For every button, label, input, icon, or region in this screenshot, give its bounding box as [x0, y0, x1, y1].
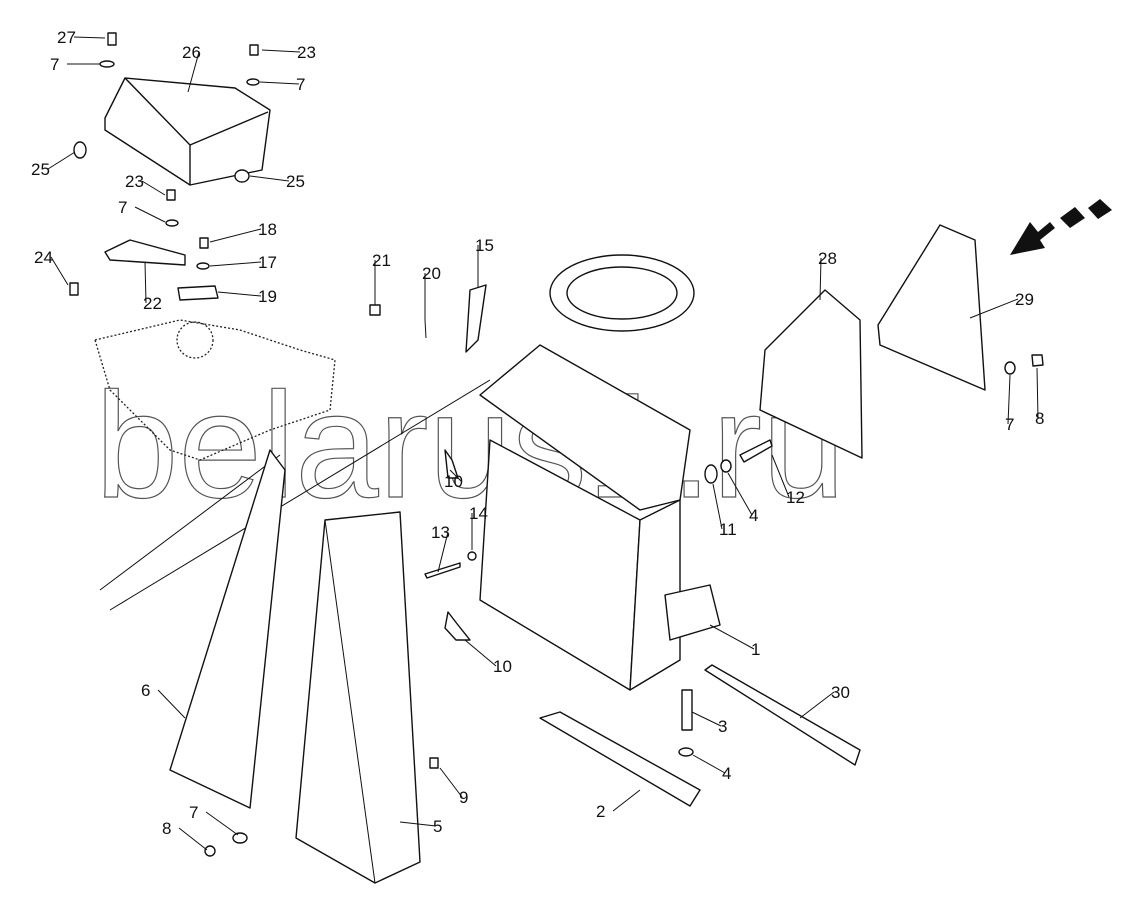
leader-line: [187, 51, 200, 93]
callout-13: 13: [431, 523, 450, 542]
callout-10: 10: [444, 472, 463, 491]
leader-line: [691, 711, 722, 727]
leader-line: [727, 472, 753, 516]
callout-7: 7: [189, 803, 198, 822]
callout-8: 8: [162, 819, 171, 838]
leader-line: [47, 151, 76, 170]
gasket-part-28: [759, 289, 863, 459]
leader-line: [205, 811, 239, 836]
leader-line: [217, 291, 262, 297]
callout-27: 27: [57, 28, 76, 47]
leader-line: [141, 180, 166, 196]
callout-22: 22: [143, 294, 162, 313]
callout-5: 5: [433, 817, 442, 836]
callout-23: 23: [297, 43, 316, 62]
callout-18: 18: [258, 220, 277, 239]
callout-26: 26: [182, 43, 201, 62]
callout-25: 25: [286, 172, 305, 191]
leader-line: [799, 691, 835, 719]
panel-part-6: [169, 449, 286, 809]
callout-14: 14: [469, 504, 488, 523]
callout-19: 19: [258, 287, 277, 306]
callout-20: 20: [422, 264, 441, 283]
gasket-part-29: [877, 224, 986, 391]
leader-line: [439, 767, 463, 798]
callout-25: 25: [31, 160, 50, 179]
leader-line: [209, 228, 262, 243]
leader-line: [437, 531, 449, 573]
callout-7: 7: [118, 198, 127, 217]
callout-11: 11: [719, 520, 737, 539]
callout-7: 7: [296, 75, 305, 94]
callout-21: 21: [372, 251, 391, 270]
leader-line: [259, 81, 300, 85]
hopper-part-1: [479, 254, 721, 691]
leader-line: [464, 639, 497, 667]
leader-line: [1036, 367, 1039, 419]
plate-part-2: [539, 711, 701, 807]
leader-line: [692, 754, 726, 774]
callout-15: 15: [475, 236, 494, 255]
strip-part-30: [704, 664, 861, 766]
leader-line: [157, 689, 186, 719]
callout-12: 12: [786, 488, 805, 507]
leader-line: [399, 821, 437, 827]
leader-line: [771, 454, 790, 498]
leader-line: [1007, 374, 1011, 425]
leader-line: [819, 257, 822, 301]
callout-4: 4: [722, 764, 731, 783]
callout-7: 7: [1005, 415, 1014, 434]
callout-23: 23: [125, 172, 144, 191]
callout-4: 4: [749, 506, 758, 525]
callout-1: 1: [751, 640, 760, 659]
callout-9: 9: [459, 788, 468, 807]
panel-part-5: [295, 511, 421, 884]
leader-line: [209, 261, 262, 267]
callout-24: 24: [34, 248, 53, 267]
callout-8: 8: [1035, 409, 1044, 428]
callout-7: 7: [50, 55, 59, 74]
callout-28: 28: [818, 249, 837, 268]
leader-line: [144, 261, 147, 304]
leader-line: [261, 49, 301, 53]
callout-3: 3: [718, 717, 727, 736]
leader-line: [134, 206, 166, 223]
gearbox-dotted: [94, 319, 491, 611]
leader-line: [712, 483, 723, 530]
leader-line: [178, 827, 208, 851]
cover-part-26: [104, 77, 271, 186]
callout-10: 10: [493, 657, 512, 676]
leader-line: [449, 469, 462, 482]
arrow-icon: [1010, 199, 1112, 255]
callout-30: 30: [831, 683, 850, 702]
leader-line: [709, 624, 755, 650]
watermark: belarus1.ru: [95, 361, 845, 529]
leader-line: [50, 256, 69, 286]
leader-line: [612, 789, 641, 812]
leader-line: [969, 298, 1019, 319]
callout-29: 29: [1015, 290, 1034, 309]
callout-17: 17: [258, 253, 277, 272]
callout-2: 2: [596, 802, 605, 821]
callout-6: 6: [141, 681, 150, 700]
leader-line: [73, 36, 106, 39]
leader-line: [249, 175, 290, 182]
